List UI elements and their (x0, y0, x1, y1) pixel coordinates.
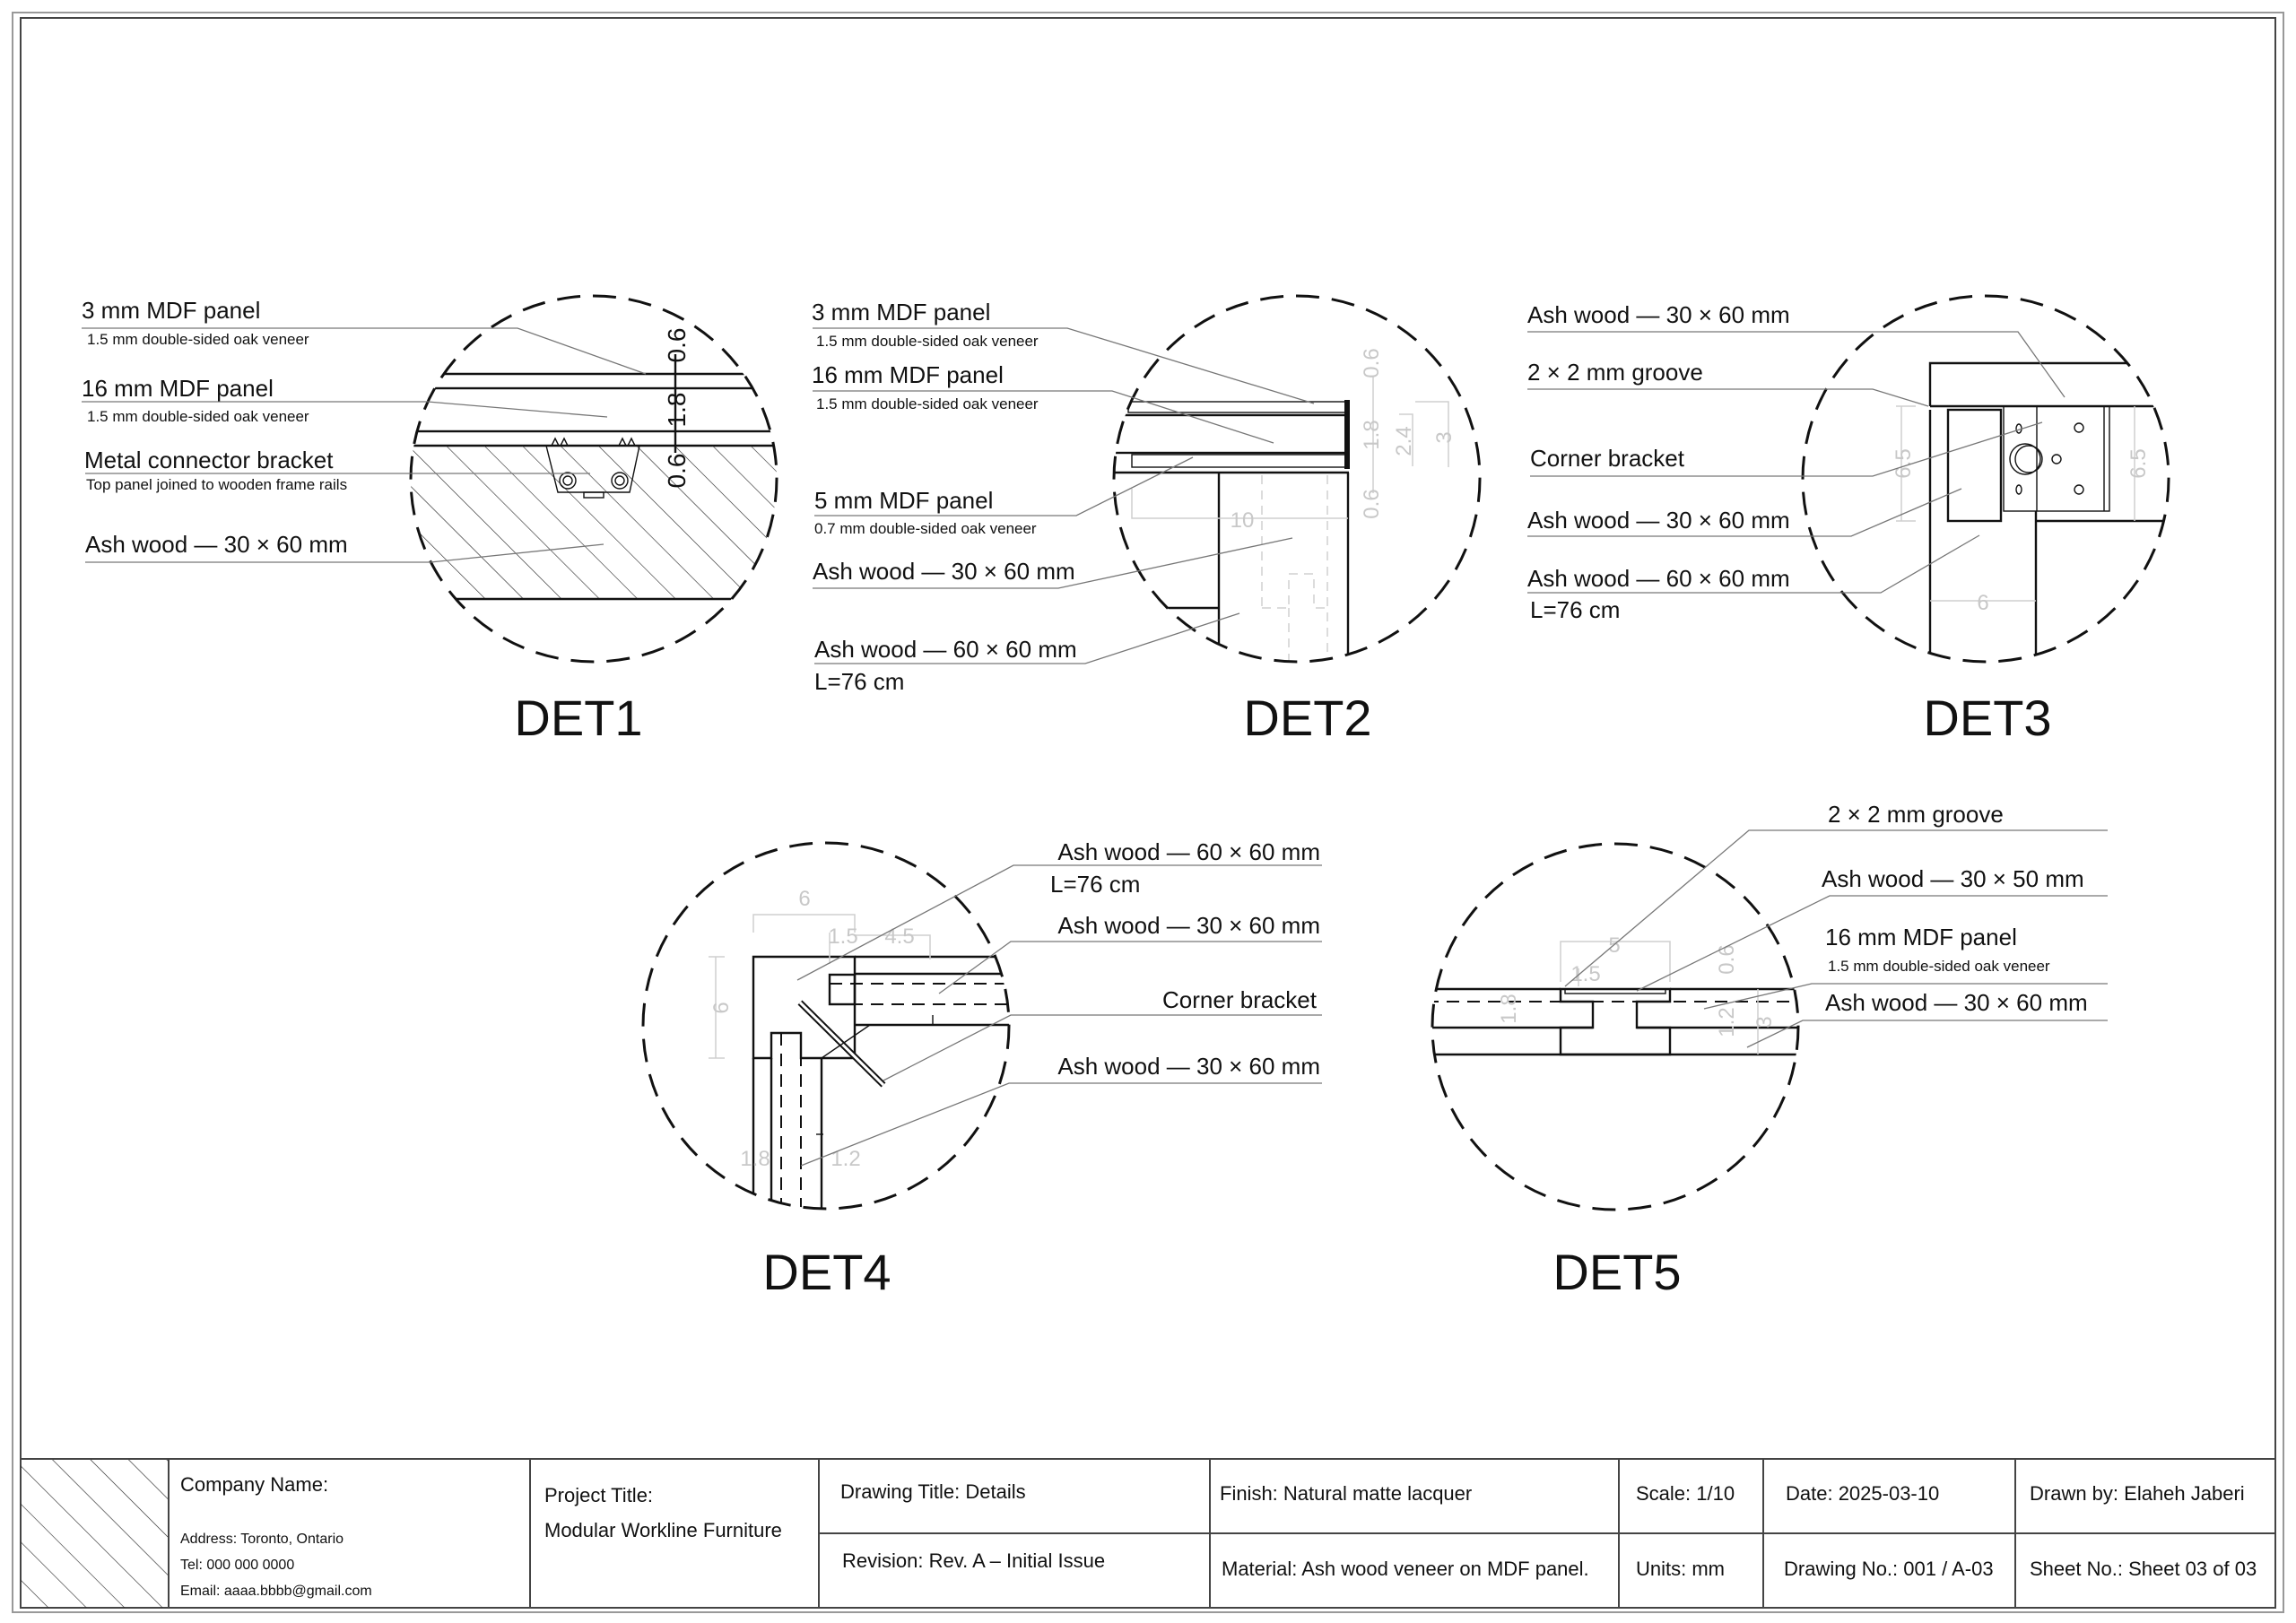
callout-label: 3 mm MDF panel (82, 297, 260, 324)
detail-title: DET2 (1243, 690, 1371, 746)
callout-label: Ash wood — 30 × 50 mm (1822, 865, 2084, 892)
dimension: 0.6 (663, 454, 691, 489)
detail-title: DET1 (514, 690, 642, 746)
company-address: Address: Toronto, Ontario (180, 1532, 344, 1547)
dimension: 6.5 (2126, 448, 2151, 478)
callout-label: Ash wood — 60 × 60 mm (814, 636, 1077, 663)
callout-label: Metal connector bracket (84, 447, 334, 473)
dimension: 5 (1608, 933, 1620, 958)
date: Date: 2025-03-10 (1786, 1482, 1939, 1505)
callout-label: Ash wood — 30 × 60 mm (1825, 989, 2088, 1016)
det1-section (411, 354, 777, 601)
material: Material: Ash wood veneer on MDF panel. (1222, 1558, 1589, 1580)
dimension: 6 (1977, 591, 1988, 615)
callout-sublabel: 1.5 mm double-sided oak veneer (816, 333, 1039, 350)
project-title: Modular Workline Furniture (544, 1519, 782, 1541)
detail-det1: 0.6 1.8 0.6 3 mm MDF panel 1.5 mm double… (82, 294, 778, 746)
dimension: 6 (798, 887, 810, 911)
det3-section (1896, 361, 2169, 662)
callout-label: 16 mm MDF panel (82, 375, 274, 402)
callout-label: 2 × 2 mm groove (1527, 359, 1703, 386)
callout-label: Ash wood — 30 × 60 mm (85, 531, 348, 558)
dimension: 4.5 (884, 924, 914, 949)
callout-sublabel: 1.5 mm double-sided oak veneer (87, 408, 309, 425)
company-tel: Tel: 000 000 0000 (180, 1558, 294, 1573)
callout-label: 16 mm MDF panel (1825, 924, 2017, 950)
drawn-by: Drawn by: Elaheh Jaberi (2030, 1482, 2245, 1505)
drawing-number: Drawing No.: 001 / A-03 (1784, 1558, 1994, 1580)
detail-title: DET4 (762, 1244, 891, 1300)
callout-label: Corner bracket (1530, 445, 1685, 472)
callout-label: Ash wood — 30 × 60 mm (1527, 507, 1790, 534)
title-block-logo-hatch (21, 1459, 169, 1608)
det4-section (709, 914, 1009, 1209)
dimension: 10 (1231, 508, 1255, 533)
dimension: 1.5 (828, 924, 857, 949)
dimension: 0.6 (663, 328, 691, 363)
callout-sublabel: L=76 cm (814, 668, 904, 695)
dimension: 3 (1432, 431, 1457, 443)
callout-label: Ash wood — 30 × 60 mm (1057, 912, 1320, 939)
callout-label: 5 mm MDF panel (814, 487, 993, 514)
dimension: 0.6 (1360, 348, 1384, 378)
connector-bracket (545, 445, 640, 493)
dimension: 1.5 (1570, 962, 1600, 986)
dimension: 0.6 (1715, 944, 1739, 974)
callout-label: 3 mm MDF panel (812, 299, 990, 325)
detail-title: DET3 (1923, 690, 2051, 746)
dimension: 2.4 (1392, 426, 1416, 456)
callout-label: Ash wood — 30 × 60 mm (813, 558, 1075, 585)
callout-label: 2 × 2 mm groove (1828, 801, 2004, 828)
drawing-title: Drawing Title: Details (840, 1480, 1026, 1503)
finish: Finish: Natural matte lacquer (1220, 1482, 1472, 1505)
callout-sublabel: 1.5 mm double-sided oak veneer (816, 395, 1039, 412)
callout-sublabel: L=76 cm (1050, 871, 1140, 898)
detail-title: DET5 (1552, 1244, 1681, 1300)
dimension: 0.6 (1360, 489, 1384, 518)
det5-section (1432, 941, 1798, 1056)
sheet-number: Sheet No.: Sheet 03 of 03 (2030, 1558, 2257, 1580)
detail-det5: 5 1.5 0.6 1.2 3 1.8 2 × 2 mm groove Ash … (1431, 801, 2108, 1300)
dimension: 1.2 (1715, 1007, 1739, 1037)
dimension: 1.2 (831, 1147, 860, 1171)
scale: Scale: 1/10 (1636, 1482, 1735, 1505)
revision: Revision: Rev. A – Initial Issue (842, 1549, 1105, 1572)
callout-label: Ash wood — 30 × 60 mm (1057, 1053, 1320, 1080)
company-email: Email: aaaa.bbbb@gmail.com (180, 1584, 372, 1599)
dimension: 1.8 (740, 1147, 770, 1171)
callout-sublabel: 0.7 mm double-sided oak veneer (814, 520, 1037, 537)
dimension: 6 (709, 1002, 734, 1013)
detail-det4: 6 1.5 4.5 6 1.8 1.2 Ash wood — 60 × 60 m… (641, 838, 1322, 1300)
drawing-frame (20, 17, 2276, 1609)
callout-sublabel: L=76 cm (1530, 596, 1620, 623)
detail-det3: 6.5 6.5 6 Ash wood — 30 × 60 mm 2 × 2 mm… (1527, 294, 2170, 746)
callout-label: Ash wood — 60 × 60 mm (1527, 565, 1790, 592)
callout-label: Corner bracket (1162, 986, 1318, 1013)
dimension: 1.8 (1360, 420, 1384, 449)
callout-sublabel: 1.5 mm double-sided oak veneer (87, 331, 309, 348)
outer-border (12, 12, 2284, 1613)
dimension: 3 (1752, 1016, 1777, 1028)
company-name-label: Company Name: (180, 1473, 328, 1496)
detail-det2: 0.6 1.8 0.6 2.4 3 10 3 mm MDF panel 1.5 … (812, 294, 1482, 746)
callout-label: 16 mm MDF panel (812, 361, 1004, 388)
callout-sublabel: 1.5 mm double-sided oak veneer (1828, 958, 2050, 975)
project-title-label: Project Title: (544, 1484, 653, 1506)
units: Units: mm (1636, 1558, 1725, 1580)
callout-sublabel: Top panel joined to wooden frame rails (86, 476, 347, 493)
callout-label: Ash wood — 60 × 60 mm (1057, 838, 1320, 865)
title-block: Company Name: Address: Toronto, Ontario … (21, 1458, 2275, 1608)
dimension: 1.8 (663, 393, 691, 428)
dimension: 1.8 (1497, 994, 1521, 1023)
callout-label: Ash wood — 30 × 60 mm (1527, 301, 1790, 328)
det2-section (1114, 377, 1449, 662)
